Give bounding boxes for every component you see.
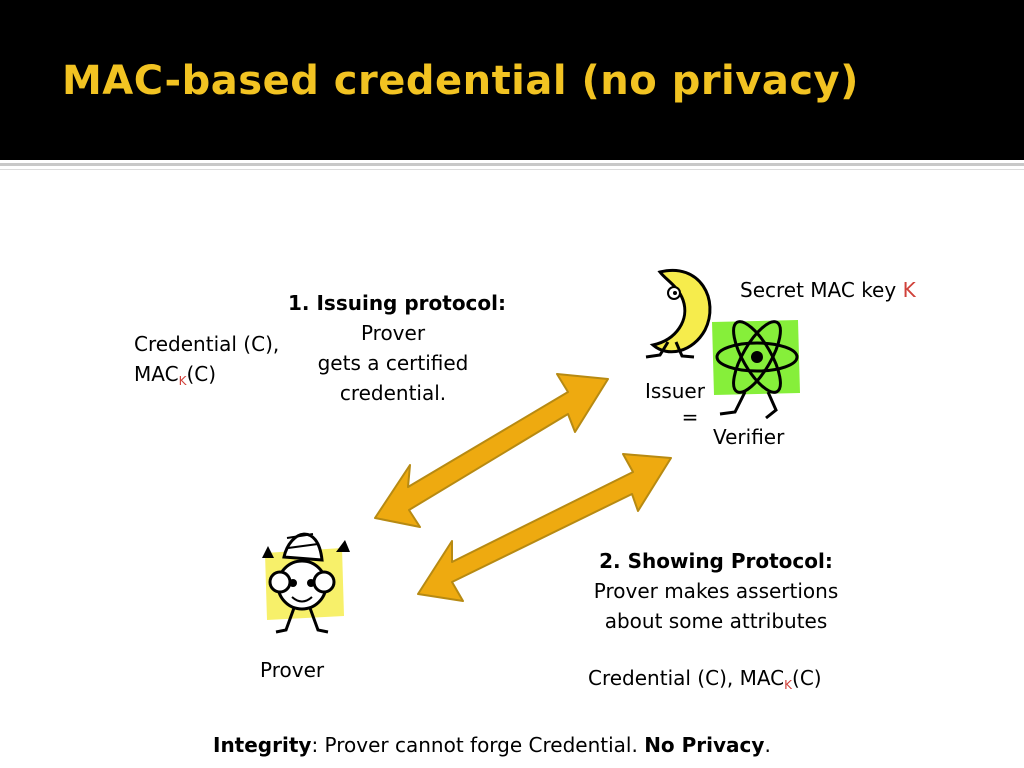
left-mac-line: MACK(C) bbox=[134, 359, 279, 396]
divider bbox=[0, 163, 1024, 166]
showing-arrow bbox=[417, 453, 672, 602]
moon-character-icon bbox=[645, 268, 712, 359]
right-credential-prefix: Credential (C), MAC bbox=[588, 666, 785, 690]
right-mac-key: K bbox=[784, 678, 793, 692]
atom-character-icon bbox=[712, 320, 800, 420]
left-credential-line: Credential (C), bbox=[134, 332, 280, 356]
secret-key-label: Secret MAC key K bbox=[740, 275, 916, 305]
left-mac-suffix: (C) bbox=[186, 362, 217, 386]
footer-statement: Integrity: Prover cannot forge Credentia… bbox=[213, 730, 771, 760]
showing-line-1: Prover makes assertions bbox=[593, 579, 839, 603]
issuing-line-2: gets a certified bbox=[317, 351, 469, 375]
showing-protocol-block: 2. Showing Protocol: Prover makes assert… bbox=[574, 546, 858, 636]
issuing-heading: 1. Issuing protocol: bbox=[288, 291, 507, 315]
footer-no-privacy: No Privacy bbox=[644, 733, 765, 757]
right-credential-suffix: (C) bbox=[792, 666, 822, 690]
issuer-equals: = bbox=[681, 405, 699, 429]
title-bar: MAC-based credential (no privacy) bbox=[0, 0, 1024, 160]
secret-key-k: K bbox=[902, 278, 916, 302]
shell-character-icon bbox=[262, 532, 350, 634]
issuing-line-3: credential. bbox=[339, 381, 447, 405]
footer-end: . bbox=[764, 733, 771, 757]
footer-integrity: Integrity bbox=[213, 733, 312, 757]
divider-thin bbox=[0, 169, 1024, 170]
showing-line-2: about some attributes bbox=[604, 609, 828, 633]
slide-title: MAC-based credential (no privacy) bbox=[62, 58, 859, 104]
right-credential: Credential (C), MACK(C) bbox=[588, 663, 822, 700]
footer-middle: : Prover cannot forge Credential. bbox=[311, 733, 645, 757]
secret-key-text: Secret MAC key bbox=[740, 278, 903, 302]
issuing-protocol-block: 1. Issuing protocol: Prover gets a certi… bbox=[288, 288, 507, 408]
left-credential: Credential (C), MACK(C) bbox=[134, 329, 279, 396]
left-mac-key: K bbox=[178, 374, 187, 388]
left-mac-prefix: MAC bbox=[134, 362, 179, 386]
issuer-label: Issuer bbox=[645, 379, 705, 403]
verifier-label: Verifier bbox=[713, 425, 785, 449]
issuing-line-1: Prover bbox=[360, 321, 426, 345]
showing-heading: 2. Showing Protocol: bbox=[599, 549, 833, 573]
prover-label: Prover bbox=[260, 658, 325, 682]
issuing-arrow bbox=[374, 373, 609, 528]
